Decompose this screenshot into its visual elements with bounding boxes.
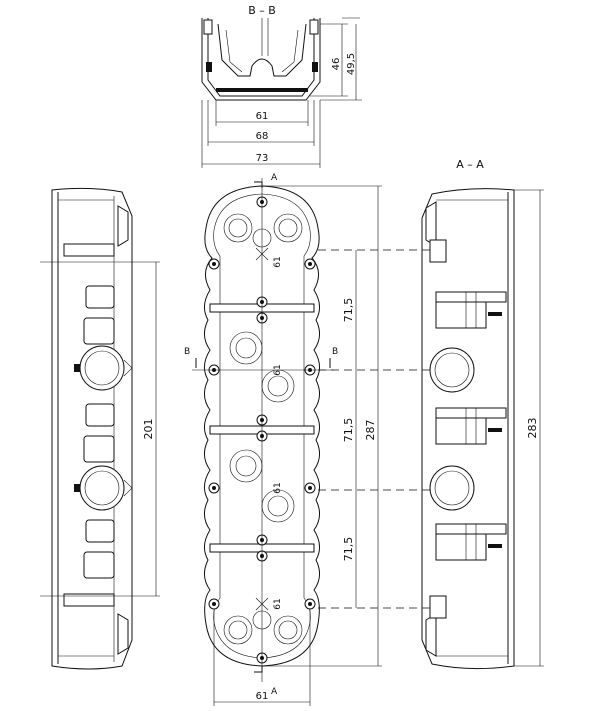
marker-b-left: B: [184, 347, 190, 357]
section-bb-view: B – B 46 49,5 61 68: [201, 4, 362, 168]
dim-bb-width-outer: 73: [256, 153, 269, 164]
marker-b-right: B: [332, 347, 338, 357]
dim-side-height: 201: [142, 419, 155, 440]
dim-bb-width-inner: 61: [256, 111, 269, 122]
dim-hole-spacing-4: 61: [273, 598, 283, 609]
dim-pitch-2: 71,5: [342, 418, 355, 443]
dim-front-height: 287: [364, 420, 377, 441]
dim-hole-spacing-1: 61: [273, 256, 283, 267]
marker-a-bottom: A: [271, 687, 278, 697]
dim-pitch-1: 71,5: [342, 298, 355, 323]
dim-bb-width-mid: 68: [256, 131, 269, 142]
side-view-left: 201: [40, 187, 160, 670]
front-view: 61 61 61 61 A A B B 71,5 71,5 71,5 287 6…: [184, 173, 430, 706]
marker-a-top: A: [271, 173, 278, 183]
dim-hole-spacing-3: 61: [273, 482, 283, 493]
dim-pitch-3: 71,5: [342, 537, 355, 562]
dim-bottom-width: 61: [256, 691, 269, 702]
section-bb-label: B – B: [248, 4, 276, 17]
section-aa-view: A – A 283: [421, 158, 544, 670]
dim-section-height: 283: [526, 418, 539, 439]
section-aa-label: A – A: [456, 158, 484, 171]
dim-bb-depth-outer: 49,5: [346, 53, 357, 75]
dim-bb-depth-inner: 46: [331, 58, 342, 71]
